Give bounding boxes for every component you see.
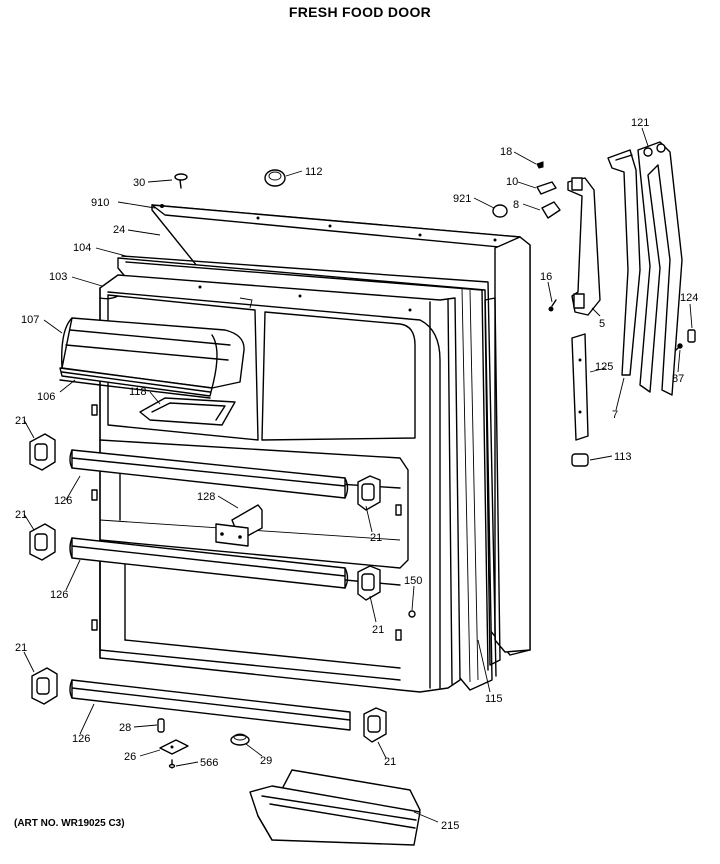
plate-26 [159, 739, 189, 755]
leader-lines [23, 127, 693, 823]
callout-7: 7 [612, 409, 618, 421]
callout-labels: 30 112 910 24 104 103 107 106 118 21 126… [15, 117, 698, 832]
callout-21-a: 21 [15, 415, 27, 427]
shelf-bar-upper [69, 449, 349, 499]
callout-112: 112 [305, 166, 323, 178]
tray-118 [139, 397, 236, 426]
bumper-29 [230, 733, 250, 746]
callout-103: 103 [49, 271, 67, 283]
callout-125: 125 [595, 361, 613, 373]
callout-18: 18 [500, 146, 512, 158]
plug-28 [157, 718, 165, 733]
callout-107: 107 [21, 314, 39, 326]
callout-126-c: 126 [72, 733, 90, 745]
shelf-bar-lower [69, 679, 351, 731]
callout-128: 128 [197, 491, 215, 503]
callout-921: 921 [453, 193, 471, 205]
hinge-parts [492, 141, 696, 467]
callout-121: 121 [631, 117, 649, 129]
part-128 [215, 504, 263, 547]
callout-24: 24 [113, 224, 125, 236]
callout-21-e: 21 [372, 624, 384, 636]
screw-566 [168, 759, 176, 769]
callout-104: 104 [73, 242, 91, 254]
callout-118: 118 [129, 386, 147, 398]
shelf-bar-middle [69, 537, 349, 589]
callout-21-d: 21 [15, 642, 27, 654]
screw-30 [174, 173, 188, 189]
callout-126-a: 126 [54, 495, 72, 507]
callout-566: 566 [200, 757, 218, 769]
callout-21-b: 21 [15, 509, 27, 521]
end-cap-right-3 [363, 707, 387, 743]
end-cap-right-2 [357, 565, 381, 601]
callout-87: 87 [672, 373, 684, 385]
callout-21-f: 21 [384, 756, 396, 768]
callout-5: 5 [599, 318, 605, 330]
callout-126-b: 126 [50, 589, 68, 601]
bottom-bin [249, 769, 421, 846]
end-cap-left-1 [29, 433, 56, 471]
callout-150: 150 [404, 575, 422, 587]
callout-26: 26 [124, 751, 136, 763]
callout-113: 113 [614, 451, 632, 463]
callout-21-c: 21 [370, 532, 382, 544]
end-cap-left-3 [31, 667, 58, 705]
callout-115: 115 [485, 693, 503, 705]
diagram-title: FRESH FOOD DOOR [288, 4, 432, 20]
callout-30: 30 [133, 177, 145, 189]
callout-106: 106 [37, 391, 55, 403]
callout-10: 10 [506, 176, 518, 188]
end-cap-right-1 [357, 475, 381, 511]
dairy-compartment [59, 317, 245, 399]
screw-150 [408, 610, 416, 618]
callout-29: 29 [260, 755, 272, 767]
callout-8: 8 [513, 199, 519, 211]
end-cap-left-2 [29, 523, 56, 561]
art-number: (ART NO. WR19025 C3) [14, 818, 125, 829]
callout-124: 124 [680, 292, 698, 304]
cap-112 [264, 169, 286, 187]
callout-28: 28 [119, 722, 131, 734]
callout-910: 910 [91, 197, 109, 209]
callout-215: 215 [441, 820, 459, 832]
callout-16: 16 [540, 271, 552, 283]
